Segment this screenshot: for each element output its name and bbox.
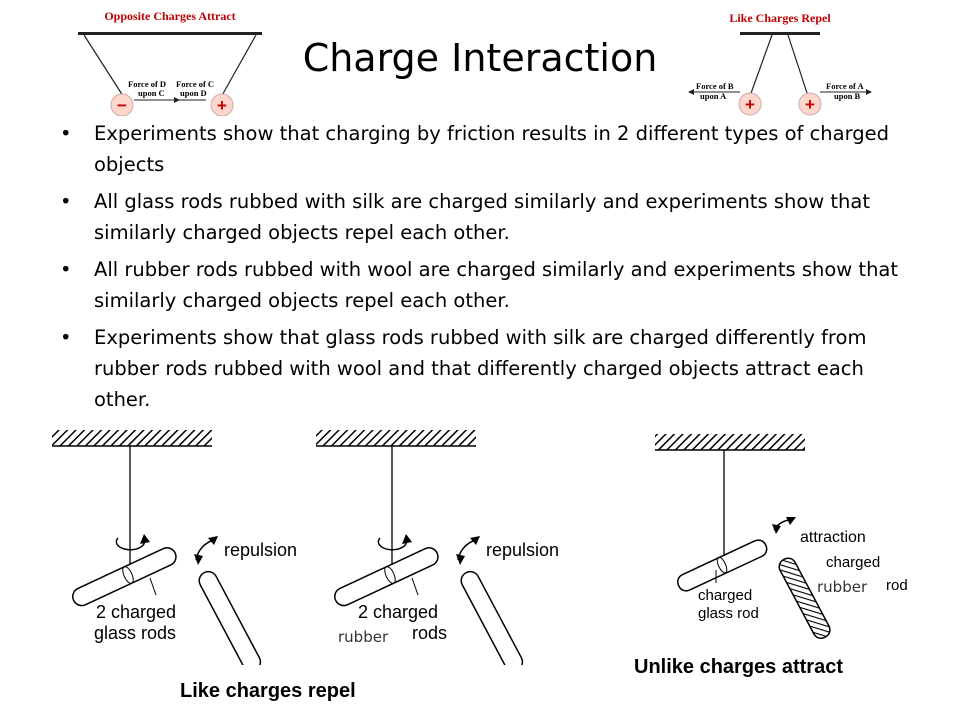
negative-charge-sign: − bbox=[117, 96, 127, 115]
repulsion-label: repulsion bbox=[486, 540, 559, 560]
charged-rods-label-line1: 2 charged bbox=[358, 602, 438, 622]
force-d-on-c-line2: upon C bbox=[138, 88, 165, 98]
bullet-text: Experiments show that charging by fricti… bbox=[94, 122, 890, 176]
bullet-item: • Experiments show that glass rods rubbed… bbox=[60, 322, 910, 415]
charged-rod-label-line1: charged bbox=[826, 554, 880, 571]
ceiling-support bbox=[655, 434, 805, 450]
like-charges-figure: Like Charges Repel Force of B upon A For… bbox=[688, 11, 872, 116]
positive-charge-sign: + bbox=[217, 96, 227, 115]
ceiling-support bbox=[316, 430, 476, 446]
bullet-dot: • bbox=[60, 258, 72, 281]
rods-illustration: repulsion 2 charged glass rods repulsion… bbox=[52, 430, 908, 665]
force-b-on-a-line2: upon A bbox=[700, 91, 727, 101]
force-d-on-c-line1: Force of D bbox=[128, 79, 166, 89]
force-c-on-d-line1: Force of C bbox=[176, 79, 214, 89]
ceiling-support bbox=[52, 430, 212, 446]
bullet-item: • All glass rods rubbed with silk are cha… bbox=[60, 186, 910, 248]
slide-title: Charge Interaction bbox=[302, 36, 658, 80]
bullet-dot: • bbox=[60, 122, 72, 145]
positive-charge-sign-a: + bbox=[745, 95, 755, 114]
panel-attract: charged glass rod attraction charged rod bbox=[655, 434, 908, 640]
charged-glass-rod-label-line1: charged bbox=[698, 587, 752, 604]
opposite-charges-title: Opposite Charges Attract bbox=[104, 9, 235, 23]
repulsion-label: repulsion bbox=[224, 540, 297, 560]
charged-rod-label-line2: rod bbox=[886, 577, 908, 594]
positive-charge-ball-a bbox=[738, 92, 762, 116]
force-a-on-b-line2: upon B bbox=[834, 91, 861, 101]
glass-rods-label-line2: glass rods bbox=[94, 623, 176, 643]
charged-rod bbox=[460, 570, 524, 665]
charged-glass-rod-label-line2: glass rod bbox=[698, 605, 759, 622]
charged-rubber-rod bbox=[778, 557, 831, 640]
charged-glass-rod bbox=[676, 539, 768, 592]
bullet-item: • All rubber rods rubbed with wool are ch… bbox=[60, 254, 910, 316]
charged-rods-label-line2: rods bbox=[412, 623, 447, 643]
positive-charge-ball-b bbox=[798, 92, 822, 116]
bullet-text: All rubber rods rubbed with wool are cha… bbox=[94, 258, 899, 312]
bullet-text: All glass rods rubbed with silk are char… bbox=[94, 190, 871, 244]
bullet-text: Experiments show that glass rods rubbed … bbox=[94, 326, 867, 411]
glass-rod bbox=[198, 570, 262, 665]
caption-like-charges-repel: Like charges repel bbox=[180, 680, 356, 702]
force-c-on-d-line2: upon D bbox=[180, 88, 207, 98]
negative-charge-ball bbox=[110, 93, 134, 116]
force-b-on-a-line1: Force of B bbox=[696, 81, 734, 91]
positive-charge-ball bbox=[210, 93, 234, 116]
panel-rubber-repel: repulsion 2 charged rods bbox=[316, 430, 559, 665]
force-a-on-b-line1: Force of A bbox=[826, 81, 864, 91]
like-charges-title: Like Charges Repel bbox=[729, 11, 831, 25]
rubber-note: rubber bbox=[817, 578, 868, 596]
rubber-note: rubber bbox=[338, 628, 389, 646]
opposite-charges-figure: Opposite Charges Attract Force of D upon… bbox=[78, 9, 262, 116]
bullet-list: • Experiments show that charging by frict… bbox=[60, 118, 910, 421]
bullet-dot: • bbox=[60, 190, 72, 213]
positive-charge-sign-b: + bbox=[805, 95, 815, 114]
panel-glass-repel: repulsion 2 charged glass rods bbox=[52, 430, 297, 665]
glass-rods-label-line1: 2 charged bbox=[96, 602, 176, 622]
bullet-dot: • bbox=[60, 326, 72, 349]
bullet-item: • Experiments show that charging by frict… bbox=[60, 118, 910, 180]
caption-unlike-charges-attract: Unlike charges attract bbox=[634, 656, 843, 678]
attraction-label: attraction bbox=[800, 529, 866, 546]
